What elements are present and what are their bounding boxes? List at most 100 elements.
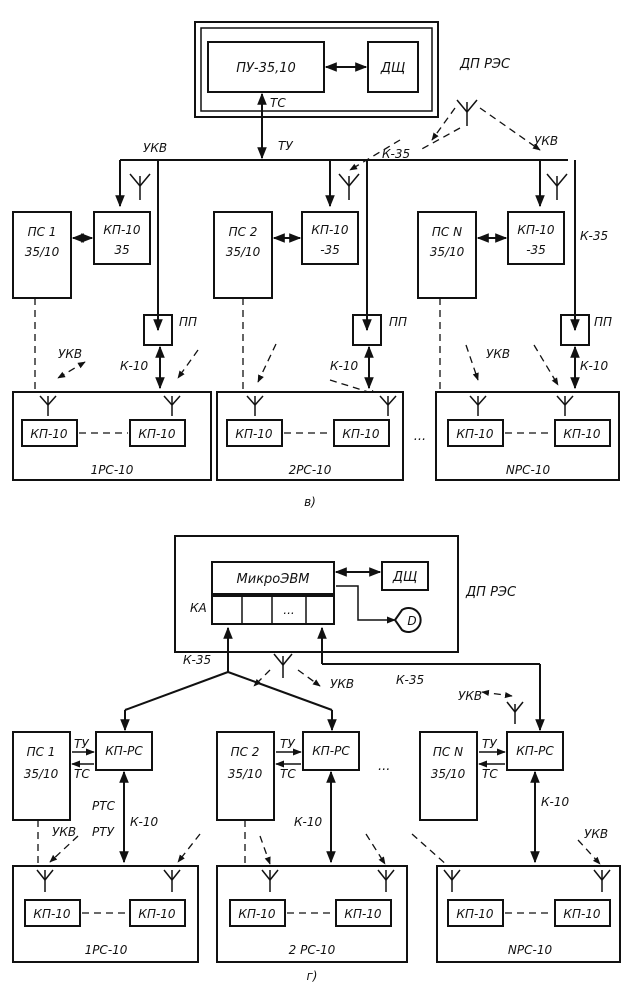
diagram-g: ДП РЭС МикроЭВМ ДЩ КА ... D К-35 УКВ: [12, 535, 621, 983]
d-display-icon: [393, 607, 422, 633]
dp2-label: ДП РЭС: [465, 585, 517, 600]
kprsN-block: [506, 731, 564, 771]
ps2b-block: [216, 731, 275, 821]
pp1-label: ПП: [179, 315, 197, 329]
ukv-b-link-2b: [365, 833, 386, 865]
kprs1-block: [95, 731, 153, 771]
rsN-kp10-right: [554, 419, 611, 447]
dp-radio-dash-a: [419, 127, 461, 151]
ps2b-sub: 35/10: [228, 767, 263, 781]
branch1-antenna-icon: [129, 173, 151, 200]
kpN-sub: -35: [526, 243, 546, 257]
rs2-label: 2РС-10: [289, 463, 332, 477]
pu-label: ПУ-35,10: [236, 61, 296, 76]
ps2-block: [213, 211, 273, 299]
ukv-bottom-label-N: УКВ: [486, 347, 510, 361]
rs2b-kp10-left: [229, 899, 286, 927]
top-ellipsis: ...: [414, 429, 426, 444]
dp-radio-dash-b: [349, 139, 401, 171]
dp-radio-link-left: [431, 107, 456, 141]
k35-right-label: К-35: [580, 229, 608, 243]
tu-label-2: ТУ: [280, 737, 295, 751]
rs1b-antenna-left-icon: [36, 869, 54, 892]
ka-dots: ...: [283, 603, 294, 617]
ukv-link-1b: [177, 349, 199, 379]
dsh-block: [367, 41, 419, 93]
rs1-label: 1РС-10: [91, 463, 134, 477]
ukv-far-label: УКВ: [584, 827, 608, 841]
ps1b-sub: 35/10: [24, 767, 59, 781]
psNb-block: [419, 731, 478, 821]
ukv-b-link-2a: [259, 835, 271, 865]
kp2-sub: -35: [320, 243, 340, 257]
ukv-b-link-1b: [177, 833, 201, 863]
rs1-antenna-left-icon: [39, 395, 57, 416]
k35-left-label: К-35: [183, 653, 211, 667]
ukv-right-label: УКВ: [534, 134, 558, 148]
k10-label-2: К-10: [330, 359, 358, 373]
rs1b-label: 1РС-10: [85, 943, 128, 957]
kprs2-block: [302, 731, 360, 771]
ts-label-1: ТС: [74, 767, 90, 781]
kp1-sub: 35: [114, 243, 129, 257]
ka-label: КА: [190, 601, 207, 615]
kpN-name: КП-10: [517, 223, 555, 237]
rs2-kp10-right: [333, 419, 390, 447]
rsNb-kp10-right-label: КП-10: [563, 907, 601, 921]
k10b-label-N: К-10: [541, 795, 569, 809]
ts-label-N: ТС: [482, 767, 498, 781]
k10b-label-1: К-10: [130, 815, 158, 829]
dp2-antenna-icon: [273, 653, 293, 678]
rs1-kp10-right: [129, 419, 186, 447]
rs2b-antenna-left-icon: [261, 869, 279, 892]
psNb-sub: 35/10: [431, 767, 466, 781]
psN-name: ПС N: [432, 225, 462, 239]
d-label: D: [407, 614, 416, 628]
pp2-label: ПП: [389, 315, 407, 329]
ps1-block: [12, 211, 72, 299]
rs2-antenna-right-icon: [379, 395, 397, 416]
rs2-kp10-left-label: КП-10: [235, 427, 273, 441]
rs1-kp10-right-label: КП-10: [138, 427, 176, 441]
dp-radio-link-right: [479, 107, 541, 151]
k10-label-N: К-10: [580, 359, 608, 373]
bottom-ellipsis-upper: ...: [378, 759, 390, 774]
kp1-block: [93, 211, 151, 265]
kpN-block: [507, 211, 565, 265]
rs2-kp10-right-label: КП-10: [342, 427, 380, 441]
psN-block: [417, 211, 477, 299]
caption-v: в): [304, 495, 316, 509]
rsNb-label: NРС-10: [508, 943, 553, 957]
ukv-right-label: УКВ: [458, 689, 482, 703]
tree-left: [124, 671, 229, 711]
ppN-label: ПП: [594, 315, 612, 329]
kprs1-label: КП-РС: [105, 744, 143, 758]
kprs2-label: КП-РС: [312, 744, 350, 758]
micro-label: МикроЭВМ: [237, 572, 310, 587]
tu-label-1: ТУ: [74, 737, 89, 751]
rsN-antenna-left-icon: [469, 395, 487, 416]
branch2-antenna-icon: [338, 173, 360, 200]
rs1b-kp10-left-label: КП-10: [33, 907, 71, 921]
dp2-radio-right: [297, 669, 321, 687]
rs1-kp10-left-label: КП-10: [30, 427, 68, 441]
rs1-kp10-left: [21, 419, 78, 447]
kprsN-label: КП-РС: [516, 744, 554, 758]
ukv-left-label: УКВ: [52, 825, 76, 839]
dp-label: ДП РЭС: [459, 57, 511, 72]
tu-label-N: ТУ: [482, 737, 497, 751]
ps1b-name: ПС 1: [27, 745, 56, 759]
ts-label-2: ТС: [280, 767, 296, 781]
rs1b-kp10-right: [129, 899, 186, 927]
rs2-kp10-left: [226, 419, 283, 447]
rsNb-kp10-left: [447, 899, 504, 927]
ps1-name: ПС 1: [28, 225, 57, 239]
rts-label: РТС: [92, 799, 116, 813]
branchN-antenna-icon: [546, 173, 568, 200]
dsh2-label: ДЩ: [392, 570, 417, 585]
ps1b-block: [12, 731, 71, 821]
ka-block: [211, 595, 335, 625]
rs1b-kp10-left: [24, 899, 81, 927]
psNb-name: ПС N: [433, 745, 463, 759]
